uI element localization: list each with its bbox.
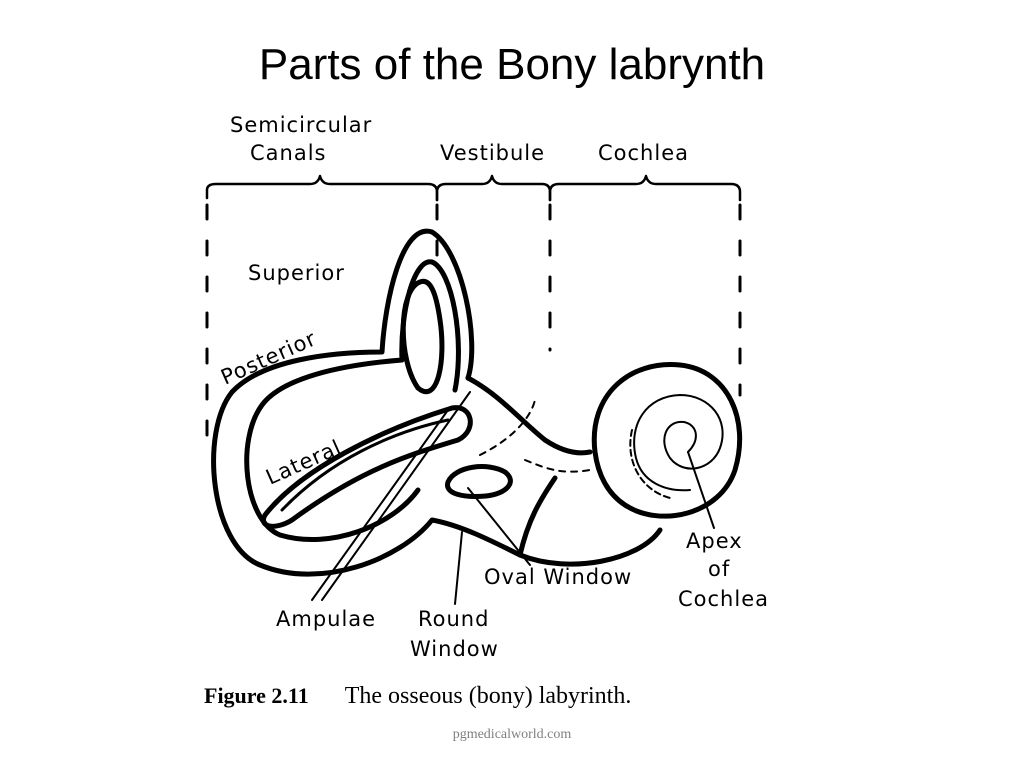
outer-contour [211, 228, 663, 577]
brace-semicircular-canals [205, 174, 439, 202]
superior-canal-lumen [400, 278, 445, 395]
label-of: of [708, 557, 730, 581]
label-canals: Canals [250, 141, 327, 165]
leader-apex [687, 451, 715, 529]
slide-title: Parts of the Bony labrynth [258, 40, 766, 89]
figure-caption-text: The osseous (bony) labyrinth. [344, 683, 632, 709]
cochlea-spiral [629, 394, 724, 499]
label-apex: Apex [686, 529, 743, 553]
label-superior: Superior [248, 261, 345, 285]
label-vestibule: Vestibule [440, 141, 545, 165]
label-oval-window: Oval Window [484, 565, 632, 589]
leader-lines [311, 391, 715, 605]
oval-window [445, 464, 513, 499]
lateral-canal-inner [280, 418, 450, 512]
inner-contour [244, 259, 461, 542]
figure-number: Figure 2.11 [204, 683, 309, 708]
vestibule-upper [465, 375, 593, 456]
lateral-canal [261, 405, 473, 529]
cochlea-body [591, 362, 743, 519]
labyrinth-outline [211, 228, 743, 577]
label-round: Round [418, 607, 489, 631]
leader-ampulae-1 [311, 409, 449, 601]
watermark: pgmedicalworld.com [452, 727, 572, 742]
label-ampulae: Ampulae [276, 607, 376, 631]
vestibule-lower [517, 475, 558, 558]
brace-vestibule [435, 174, 552, 202]
figure-caption: Figure 2.11 The osseous (bony) labyrinth… [204, 683, 631, 710]
label-semicircular: Semicircular [230, 113, 372, 137]
leader-ampulae-2 [321, 391, 471, 601]
leader-round-window [454, 531, 463, 605]
section-dividers [205, 203, 742, 457]
brace-cochlea [548, 174, 742, 202]
label-cochlea: Cochlea [598, 141, 689, 165]
label-round-window: Window [410, 637, 499, 661]
section-braces [205, 174, 742, 202]
leader-oval-window [467, 487, 531, 566]
partition-lines [479, 399, 591, 473]
label-apex-cochlea: Cochlea [678, 587, 769, 611]
